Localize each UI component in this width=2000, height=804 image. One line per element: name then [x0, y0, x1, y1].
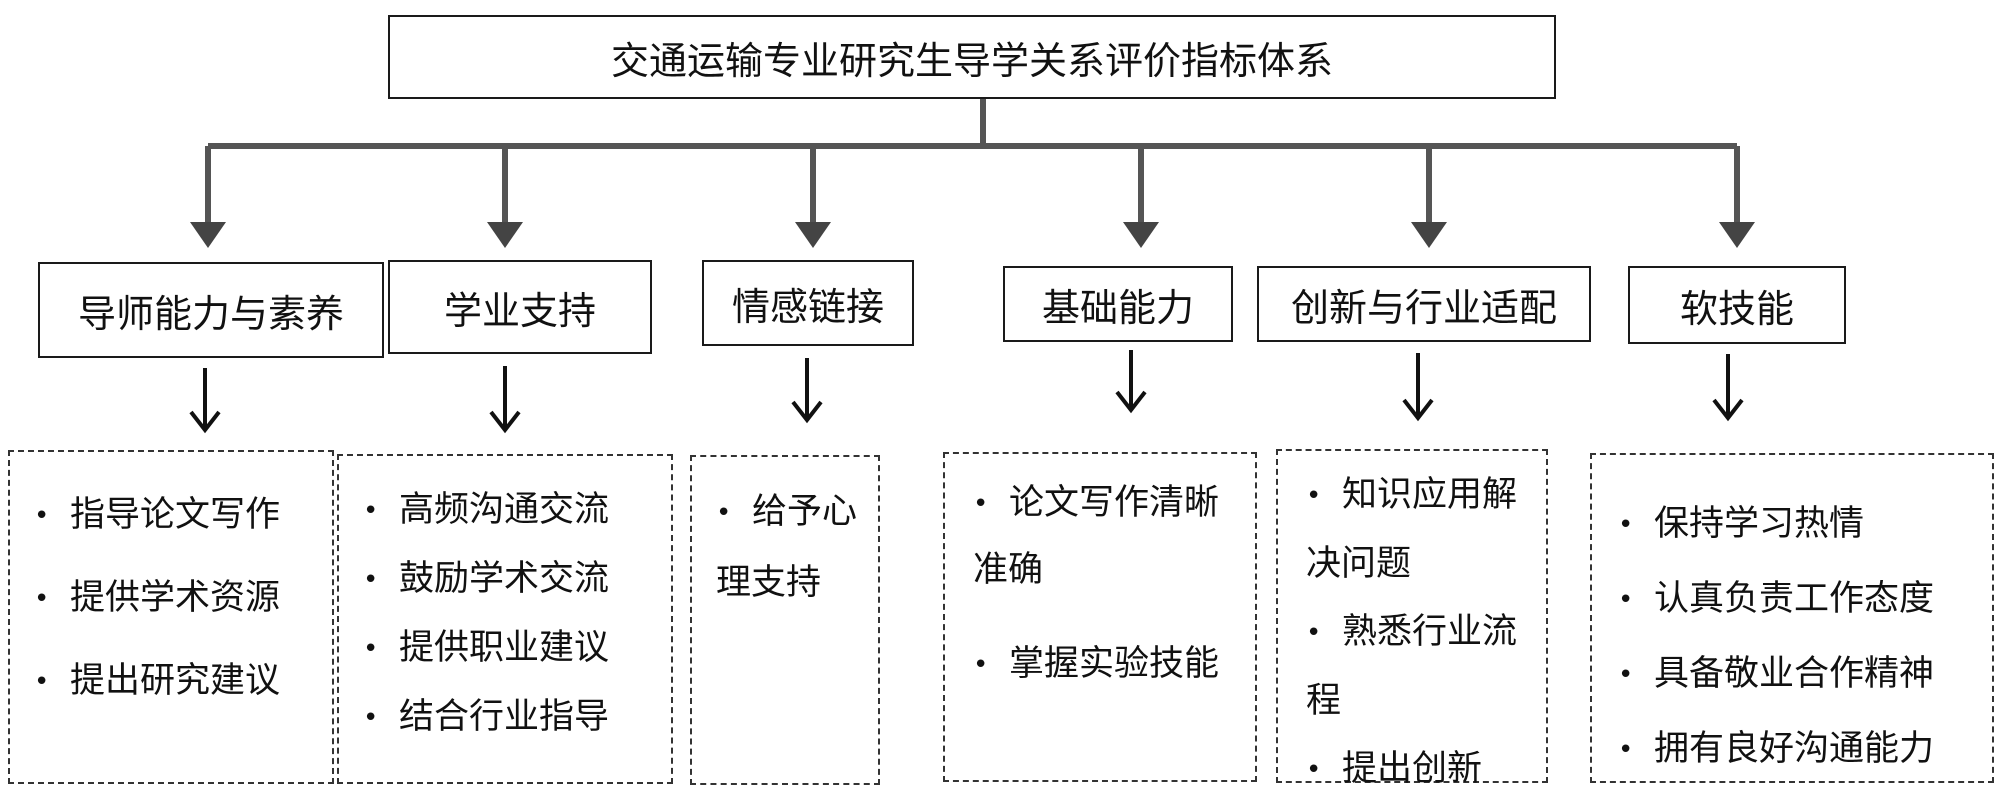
bullet: •	[34, 501, 50, 531]
item-2-3: • 提供职业建议	[363, 614, 655, 683]
item-text: 具备敬业合作精神	[1654, 654, 1935, 694]
bullet: •	[1618, 735, 1634, 765]
item-list-2: • 高频沟通交流 • 鼓励学术交流 • 提供职业建议 • 结合行业指导	[363, 476, 655, 752]
category-label-5: 创新与行业适配	[1290, 285, 1557, 330]
item-text: 保持学习热情	[1654, 504, 1865, 544]
item-1-2: • 提供学术资源	[34, 557, 316, 640]
item-text: 给予心理支持	[716, 492, 858, 603]
bullet: •	[363, 634, 379, 664]
category-box-2: 学业支持	[388, 260, 652, 354]
item-text: 提供学术资源	[70, 578, 281, 618]
root-title: 交通运输专业研究生导学关系评价指标体系	[610, 38, 1333, 83]
item-text: 鼓励学术交流	[399, 559, 610, 599]
item-list-1: • 指导论文写作 • 提供学术资源 • 提出研究建议	[34, 474, 316, 723]
item-5-3: • 提出创新	[1306, 735, 1528, 804]
root-title-box: 交通运输专业研究生导学关系评价指标体系	[388, 15, 1556, 99]
category-label-1: 导师能力与素养	[77, 291, 344, 336]
item-6-2: • 认真负责工作态度	[1618, 562, 1982, 637]
bullet: •	[1306, 618, 1322, 648]
bullet: •	[34, 667, 50, 697]
category-box-4: 基础能力	[1003, 266, 1233, 342]
item-text: 高频沟通交流	[399, 490, 610, 530]
item-list-4: •论文写作清晰准确 •掌握实验技能	[973, 470, 1233, 698]
item-text: 熟悉行业流程	[1306, 612, 1518, 721]
item-text: 结合行业指导	[399, 697, 610, 737]
item-4-2: • 掌握实验技能	[973, 631, 1233, 698]
bullet: •	[1306, 755, 1322, 785]
item-text: 掌握实验技能	[1009, 644, 1220, 684]
category-label-3: 情感链接	[731, 284, 884, 329]
item-2-2: • 鼓励学术交流	[363, 545, 655, 614]
item-2-1: • 高频沟通交流	[363, 476, 655, 545]
item-box-2: • 高频沟通交流 • 鼓励学术交流 • 提供职业建议 • 结合行业指导	[337, 454, 673, 784]
bullet: •	[1618, 660, 1634, 690]
item-3-1: •给予心理支持	[716, 477, 862, 618]
item-6-4: • 拥有良好沟通能力	[1618, 712, 1982, 787]
drop-arrowhead-3	[795, 222, 831, 248]
category-box-3: 情感链接	[702, 260, 914, 346]
bullet: •	[716, 498, 732, 528]
category-box-1: 导师能力与素养	[38, 262, 384, 358]
item-6-1: • 保持学习热情	[1618, 487, 1982, 562]
item-2-4: • 结合行业指导	[363, 683, 655, 752]
item-text: 指导论文写作	[70, 495, 281, 535]
item-box-1: • 指导论文写作 • 提供学术资源 • 提出研究建议	[8, 450, 334, 784]
bullet: •	[363, 565, 379, 595]
item-text: 认真负责工作态度	[1654, 579, 1935, 619]
bullet: •	[1618, 510, 1634, 540]
bullet: •	[363, 496, 379, 526]
item-5-2: •熟悉行业流程	[1306, 598, 1528, 735]
small-arrow-head-5	[1402, 398, 1434, 422]
item-text: 提出创新	[1342, 749, 1483, 789]
item-text: 论文写作清晰准确	[973, 483, 1220, 590]
bullet: •	[973, 489, 989, 519]
item-list-6: • 保持学习热情 • 认真负责工作态度 • 具备敬业合作精神 • 拥有良好沟通能力	[1618, 487, 1982, 787]
bullet: •	[1306, 481, 1322, 511]
item-list-5: •知识应用解决问题 •熟悉行业流程 •提出创新	[1306, 461, 1528, 804]
category-label-4: 基础能力	[1041, 285, 1194, 330]
item-text: 拥有良好沟通能力	[1654, 729, 1935, 769]
category-label-6: 软技能	[1679, 286, 1794, 331]
bullet: •	[34, 584, 50, 614]
small-arrow-head-1	[189, 410, 221, 434]
item-list-3: •给予心理支持	[716, 477, 862, 618]
item-1-3: • 提出研究建议	[34, 640, 316, 723]
drop-arrowhead-5	[1411, 222, 1447, 248]
item-1-1: • 指导论文写作	[34, 474, 316, 557]
item-box-3: •给予心理支持	[690, 455, 880, 785]
drop-arrowhead-6	[1719, 222, 1755, 248]
category-box-6: 软技能	[1628, 266, 1846, 344]
drop-arrowhead-1	[190, 222, 226, 248]
small-arrow-head-2	[489, 410, 521, 434]
small-arrow-head-4	[1115, 390, 1147, 414]
bullet: •	[973, 650, 989, 680]
category-box-5: 创新与行业适配	[1257, 266, 1591, 342]
drop-arrowhead-2	[487, 222, 523, 248]
item-text: 提出研究建议	[70, 661, 281, 701]
item-box-5: •知识应用解决问题 •熟悉行业流程 •提出创新	[1276, 449, 1548, 789]
small-arrow-head-3	[791, 400, 823, 424]
bullet: •	[363, 703, 379, 733]
item-text: 提供职业建议	[399, 628, 610, 668]
item-text: 知识应用解决问题	[1306, 475, 1518, 584]
item-box-6: • 保持学习热情 • 认真负责工作态度 • 具备敬业合作精神 • 拥有良好沟通能力	[1590, 453, 1994, 783]
bullet: •	[1618, 585, 1634, 615]
item-box-4: •论文写作清晰准确 •掌握实验技能	[943, 452, 1257, 782]
category-label-2: 学业支持	[443, 288, 596, 333]
item-5-1: •知识应用解决问题	[1306, 461, 1528, 598]
item-4-1: •论文写作清晰准确	[973, 470, 1233, 603]
item-6-3: • 具备敬业合作精神	[1618, 637, 1982, 712]
small-arrow-head-6	[1712, 398, 1744, 422]
drop-arrowhead-4	[1123, 222, 1159, 248]
